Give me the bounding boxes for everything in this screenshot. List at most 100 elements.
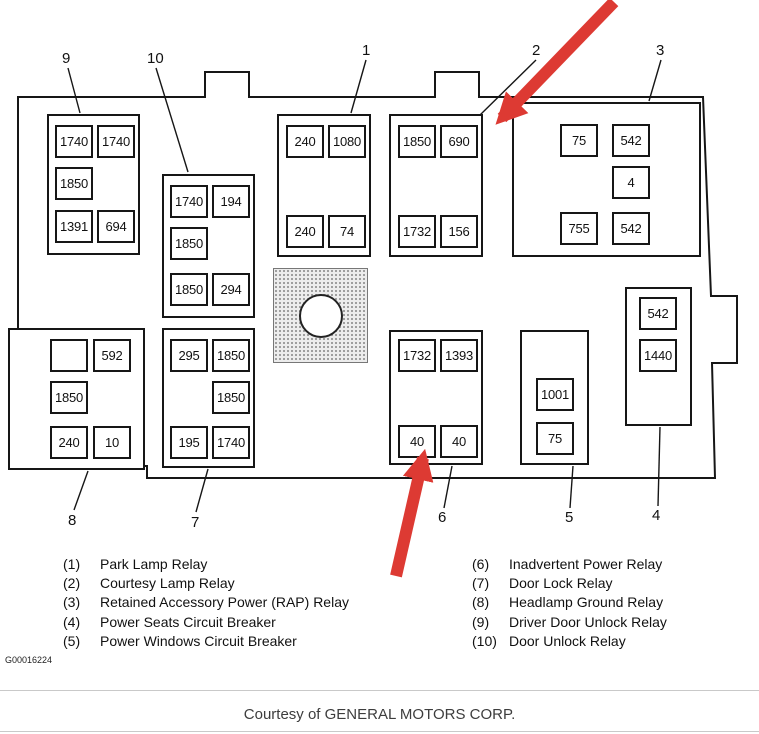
fuse-group-7: 295 1850 1850 195 1740 [162,328,255,468]
legend-item-label: Door Unlock Relay [509,633,626,650]
fuse-cell: 240 [286,125,324,158]
legend-item-label: Driver Door Unlock Relay [509,613,667,630]
leader-line-4 [657,426,661,507]
fuse-group-1: 240 1080 240 74 [277,114,371,257]
fuse-cell: 1393 [440,339,478,372]
legend-item-label: Power Windows Circuit Breaker [100,633,297,650]
legend-item-label: Park Lamp Relay [100,555,208,572]
callout-6: 6 [438,509,447,526]
legend-item: (1) Park Lamp Relay [63,554,349,573]
fuse-cell: 294 [212,273,250,306]
callout-1: 1 [362,42,371,59]
fuse-cell: 1740 [212,426,250,459]
legend-item-number: (10) [472,633,497,650]
legend-item: (8) Headlamp Ground Relay [472,593,667,612]
fuse-cell: 10 [93,426,131,459]
callout-5: 5 [565,509,574,526]
fuse-cell: 1850 [55,167,93,200]
empty-fuse-slot [50,339,88,372]
legend-item-number: (2) [63,575,81,592]
fuse-cell: 40 [440,425,478,458]
leader-line-10 [155,67,189,173]
callout-2: 2 [532,42,541,59]
fuse-cell: 240 [50,426,88,459]
legend-item: (9) Driver Door Unlock Relay [472,612,667,631]
fuse-cell: 690 [440,125,478,158]
fuse-cell: 4 [612,166,650,199]
fuse-cell: 1001 [536,378,574,411]
legend-item-label: Inadvertent Power Relay [509,555,663,572]
fuse-cell: 694 [97,210,135,243]
fuse-cell: 542 [612,124,650,157]
legend-item-label: Power Seats Circuit Breaker [100,613,276,630]
fuse-cell: 542 [612,212,650,245]
callout-8: 8 [68,512,77,529]
fuse-group-5: 1001 75 [520,330,589,465]
leader-line-1 [350,59,367,114]
courtesy-text: Courtesy of GENERAL MOTORS CORP. [243,706,516,723]
leader-line-6 [443,465,453,509]
legend-item: (3) Retained Accessory Power (RAP) Relay [63,593,349,612]
fuse-cell: 75 [536,422,574,455]
fuse-cell: 74 [328,215,366,248]
figure-id: G00016224 [5,655,53,665]
fuse-cell: 592 [93,339,131,372]
legend-right-column: (6) Inadvertent Power Relay (7) Door Loc… [472,554,667,651]
legend-item: (10) Door Unlock Relay [472,632,667,651]
fuse-cell: 1732 [398,215,436,248]
fuse-group-2: 1850 690 1732 156 [389,114,483,257]
legend-item-number: (9) [472,613,490,630]
mounting-hole [299,294,343,338]
fuse-cell: 194 [212,185,250,218]
fuse-cell: 1850 [170,273,208,306]
fuse-cell: 1850 [398,125,436,158]
leader-line-3 [648,59,662,102]
fuse-cell: 542 [639,297,677,330]
fuse-cell: 40 [398,425,436,458]
callout-4: 4 [652,507,661,524]
fuse-cell: 1850 [212,381,250,414]
fuse-cell: 1391 [55,210,93,243]
fuse-cell: 295 [170,339,208,372]
legend-item: (5) Power Windows Circuit Breaker [63,632,349,651]
legend-item-number: (5) [63,633,81,650]
legend-item-label: Courtesy Lamp Relay [100,575,235,592]
fuse-cell: 1740 [170,185,208,218]
legend-item-number: (6) [472,555,490,572]
legend-item: (6) Inadvertent Power Relay [472,554,667,573]
legend-item: (2) Courtesy Lamp Relay [63,573,349,592]
fuse-cell: 1850 [170,227,208,260]
fuse-group-6: 1732 1393 40 40 [389,330,483,465]
legend-item-number: (7) [472,575,490,592]
legend-item: (4) Power Seats Circuit Breaker [63,612,349,631]
mounting-pad [273,268,368,363]
fuse-group-9: 1740 1740 1850 1391 694 [47,114,140,255]
legend-item-number: (3) [63,594,81,611]
leader-line-5 [569,465,574,509]
legend-item-number: (1) [63,555,81,572]
leader-line-7 [195,468,209,513]
leader-line-9 [67,67,81,114]
fuse-cell: 1850 [212,339,250,372]
fuse-cell: 75 [560,124,598,157]
leader-line-8 [73,470,89,511]
divider [0,690,759,691]
fuse-group-4: 542 1440 [625,287,692,426]
callout-10: 10 [147,50,164,67]
fuse-cell: 1850 [50,381,88,414]
legend-left-column: (1) Park Lamp Relay (2) Courtesy Lamp Re… [63,554,349,651]
fuse-cell: 1080 [328,125,366,158]
fuse-cell: 1740 [97,125,135,158]
fuse-cell: 1740 [55,125,93,158]
legend-item: (7) Door Lock Relay [472,573,667,592]
fuse-cell: 195 [170,426,208,459]
fuse-cell: 240 [286,215,324,248]
fuse-cell: 156 [440,215,478,248]
fuse-cell: 1440 [639,339,677,372]
fuse-group-3: 75 542 4 755 542 [512,102,701,257]
callout-9: 9 [62,50,71,67]
legend-item-label: Headlamp Ground Relay [509,594,664,611]
divider [0,731,759,732]
legend-item-label: Door Lock Relay [509,575,613,592]
